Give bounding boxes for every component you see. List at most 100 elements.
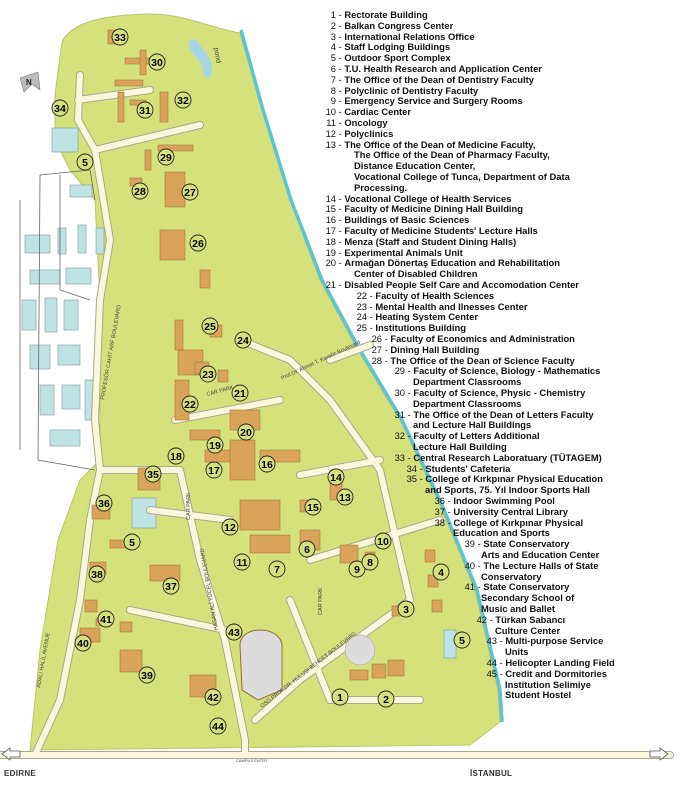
marker-number: 24 xyxy=(237,335,249,347)
map-marker-28[interactable]: 28 xyxy=(131,182,149,200)
building xyxy=(174,319,184,351)
marker-number: 14 xyxy=(330,472,342,484)
building xyxy=(159,229,186,261)
map-marker-6[interactable]: 6 xyxy=(298,540,316,558)
map-marker-4[interactable]: 4 xyxy=(432,563,450,581)
legend-label: Students' Cafeteria xyxy=(425,462,511,474)
north-compass-icon: N xyxy=(19,71,41,93)
legend-item-37: 37 - University Central Library xyxy=(434,505,568,517)
marker-number: 1 xyxy=(337,692,343,704)
legend-label: Outdoor Sport Complex xyxy=(344,52,451,64)
map-marker-13[interactable]: 13 xyxy=(336,488,354,506)
marker-number: 40 xyxy=(77,638,89,650)
map-marker-10[interactable]: 10 xyxy=(374,532,392,550)
map-marker-29[interactable]: 29 xyxy=(157,148,175,166)
legend-label: Department Classrooms xyxy=(413,397,522,409)
map-marker-3[interactable]: 3 xyxy=(397,600,415,618)
map-marker-23[interactable]: 23 xyxy=(199,365,217,383)
map-marker-31[interactable]: 31 xyxy=(136,101,154,119)
legend-label: Mental Health and Ilnesses Center xyxy=(375,300,528,312)
marker-number: 29 xyxy=(160,152,172,164)
map-marker-24[interactable]: 24 xyxy=(234,331,252,349)
legend-item-23: 23 - Mental Health and Ilnesses Center xyxy=(356,300,528,312)
map-marker-12[interactable]: 12 xyxy=(221,518,239,536)
legend-number: 36 xyxy=(434,495,445,506)
pond xyxy=(188,39,213,79)
map-marker-44[interactable]: 44 xyxy=(209,717,227,735)
map-marker-8[interactable]: 8 xyxy=(361,553,379,571)
building xyxy=(119,649,143,673)
label-car-park-3: CAR PARK xyxy=(318,587,324,615)
legend-label: Secondary School of xyxy=(481,592,575,604)
legend-item-29: 29 - Faculty of Science, Biology - Mathe… xyxy=(394,365,601,388)
map-marker-5[interactable]: 5 xyxy=(453,631,471,649)
legend-label: Units xyxy=(505,646,529,658)
map-marker-39[interactable]: 39 xyxy=(138,666,156,684)
map-marker-22[interactable]: 22 xyxy=(181,395,199,413)
map-marker-21[interactable]: 21 xyxy=(231,384,249,402)
map-marker-38[interactable]: 38 xyxy=(88,565,106,583)
map-marker-14[interactable]: 14 xyxy=(327,468,345,486)
map-marker-16[interactable]: 16 xyxy=(258,455,276,473)
legend-item-10: 10 - Cardiac Center xyxy=(325,106,412,118)
map-marker-34[interactable]: 34 xyxy=(51,99,69,117)
legend-number: 5 xyxy=(330,52,336,64)
map-marker-11[interactable]: 11 xyxy=(233,553,251,571)
map-marker-5[interactable]: 5 xyxy=(123,533,141,551)
legend-label: Lecture Hall Building xyxy=(413,440,507,452)
map-marker-40[interactable]: 40 xyxy=(74,634,92,652)
legend-label: The Office of the Dean of Letters Facult… xyxy=(413,408,594,420)
legend-number: 22 xyxy=(356,289,367,301)
map-marker-20[interactable]: 20 xyxy=(237,423,255,441)
label-campus-entry: CAMPUS ENTRY xyxy=(236,758,268,763)
legend-number: 16 xyxy=(325,214,336,226)
marker-number: 5 xyxy=(82,157,88,169)
map-marker-27[interactable]: 27 xyxy=(181,183,199,201)
building xyxy=(159,91,169,123)
map-marker-19[interactable]: 19 xyxy=(206,436,224,454)
legend-item-17: 17 - Faculty of Medicine Students' Lectu… xyxy=(325,225,538,236)
legend-number: 44 xyxy=(486,657,497,668)
legend-number: 2 xyxy=(330,19,336,31)
marker-number: 39 xyxy=(141,670,153,682)
map-marker-43[interactable]: 43 xyxy=(225,623,243,641)
map-marker-35[interactable]: 35 xyxy=(144,465,162,483)
building xyxy=(149,564,181,582)
legend-item-8: 8 - Polyclinic of Dentistry Faculty xyxy=(324,85,478,97)
map-marker-1[interactable]: 1 xyxy=(331,688,349,706)
legend-label: Faculty of Science, Physic - Chemistry xyxy=(413,387,586,398)
city-label-istanbul: İSTANBUL xyxy=(470,769,513,778)
map-marker-5[interactable]: 5 xyxy=(76,153,94,171)
legend-label: Experimental Animals Unit xyxy=(344,246,463,258)
building xyxy=(424,549,436,563)
map-marker-2[interactable]: 2 xyxy=(377,690,395,708)
marker-number: 41 xyxy=(100,614,112,626)
map-marker-36[interactable]: 36 xyxy=(95,494,113,512)
legend-number: 32 xyxy=(394,430,405,442)
marker-number: 4 xyxy=(438,567,444,579)
map-marker-18[interactable]: 18 xyxy=(167,447,185,465)
map-marker-7[interactable]: 7 xyxy=(268,560,286,578)
building xyxy=(139,49,147,76)
map-marker-42[interactable]: 42 xyxy=(204,688,222,706)
map-marker-37[interactable]: 37 xyxy=(162,577,180,595)
legend-label: Credit and Dormitories xyxy=(505,667,607,679)
map-marker-33[interactable]: 33 xyxy=(111,28,129,46)
marker-number: 30 xyxy=(151,57,163,69)
building xyxy=(157,144,194,152)
legend-item-13: 13 - The Office of the Dean of Medicine … xyxy=(325,138,570,193)
map-marker-25[interactable]: 25 xyxy=(201,317,219,335)
map-marker-41[interactable]: 41 xyxy=(97,610,115,628)
map-marker-26[interactable]: 26 xyxy=(189,234,207,252)
map-marker-30[interactable]: 30 xyxy=(148,53,166,71)
map-marker-32[interactable]: 32 xyxy=(174,91,192,109)
legend-label: College of Kırkpınar Physical Education xyxy=(425,473,603,485)
map-marker-17[interactable]: 17 xyxy=(205,461,223,479)
campus-land xyxy=(29,13,501,751)
marker-number: 43 xyxy=(228,627,240,639)
legend-label: Balkan Congress Center xyxy=(344,19,454,31)
map-marker-15[interactable]: 15 xyxy=(304,498,322,516)
map-marker-9[interactable]: 9 xyxy=(348,560,366,578)
building xyxy=(229,439,256,481)
